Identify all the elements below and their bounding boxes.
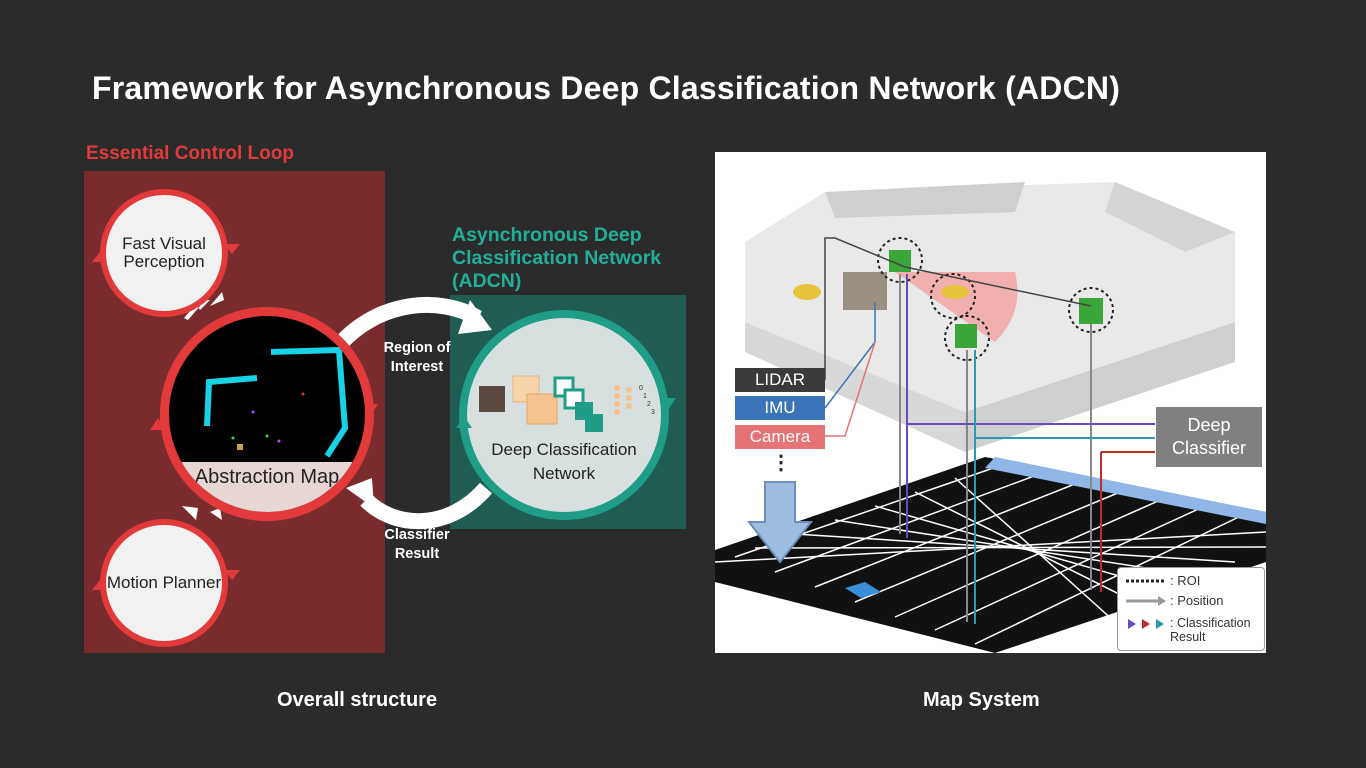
nn-output-label: 0 [639,385,643,392]
neural-net-icon: 0 1 2 3 [479,375,655,432]
loop-arrowhead [224,570,240,580]
nn-output-label: 3 [651,409,655,416]
roi-marker [1068,287,1114,333]
imu-sensor-label: IMU [735,396,825,420]
roi-marker [944,315,990,361]
caption-overall-structure: Overall structure [277,689,438,711]
map-system-figure: LIDAR IMU Camera ⋮ Deep Classifier : ROI… [715,152,1266,653]
map-system-illustration [715,182,1266,653]
caption-map-system: Map System [923,689,1040,711]
result-flow-arrow [360,482,493,530]
roi-marker [930,273,976,319]
deep-classification-network-node: 0 1 2 3 Deep Classification Network [459,310,669,520]
roi-flow-arrow [334,296,483,350]
down-arrow [746,481,814,564]
abstraction-map-label: Abstraction Map [169,462,365,512]
slide-title: Framework for Asynchronous Deep Classifi… [92,70,1121,106]
lidar-sensor-label: LIDAR [735,368,825,392]
nn-output-label: 2 [647,401,651,408]
adcn-arrowhead [456,416,472,428]
lidar-connector [824,237,1092,380]
abstraction-map-node: Abstraction Map [160,307,374,521]
loop-arrowhead [224,244,240,254]
deep-classifier-box: Deep Classifier [1156,407,1262,467]
occupancy-map-thumbnail [204,346,349,458]
camera-fov [895,272,1018,342]
adcn-arrowhead [660,398,676,410]
connector-arrow [210,292,224,306]
legend-classification-result: : Classification Result [1170,616,1251,644]
nn-output-label: 1 [643,393,647,400]
motion-planner-node: Motion Planner [100,519,228,647]
classifier-result-label: Classifier Result [384,527,450,562]
legend-position: : Position [1170,593,1224,608]
legend-swatches [1126,579,1166,629]
fast-visual-perception-node: Fast Visual Perception [100,189,228,317]
more-sensors-ellipsis: ⋮ [771,452,791,474]
camera-sensor-label: Camera [735,425,825,449]
roi-flow-arrowhead [458,300,492,334]
camera-connector [825,341,876,437]
deep-classification-network-label: Deep Classification Network [491,440,637,483]
region-of-interest-label: Region of Interest [383,340,451,375]
legend-roi: : ROI [1170,573,1201,588]
essential-control-loop-title: Essential Control Loop [86,143,294,164]
connector-arrow [184,300,210,320]
map-legend: : ROI : Position : Classification Result [1117,567,1265,651]
adcn-title: Asynchronous Deep Classification Network… [452,224,662,292]
